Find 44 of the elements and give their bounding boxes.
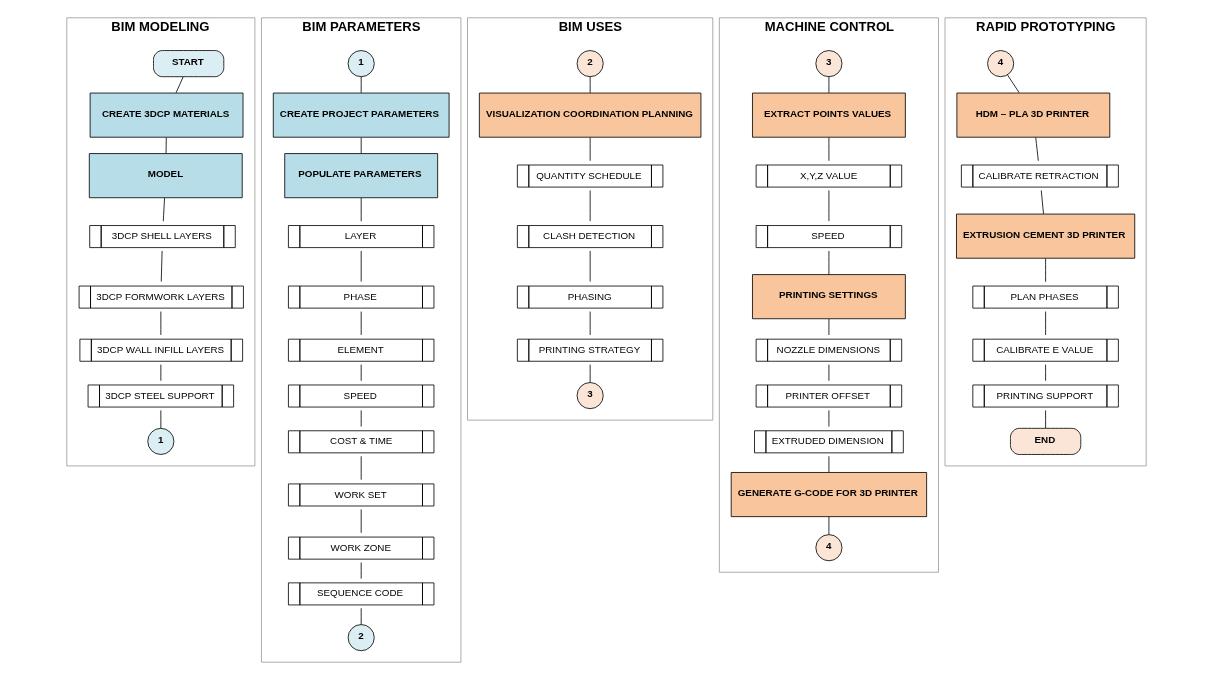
connector [1045, 311, 1046, 336]
connector [1045, 364, 1046, 382]
connector [828, 516, 830, 535]
node-circle: 2 [347, 624, 375, 652]
connector [162, 197, 165, 222]
connector [160, 250, 163, 282]
connector [589, 76, 591, 94]
connector [828, 250, 830, 275]
connector [589, 137, 591, 162]
connector [360, 137, 362, 154]
node-box: CREATE PROJECT PARAMETERS [272, 92, 450, 138]
connector [589, 364, 591, 383]
node-box: START [153, 50, 225, 78]
node-box: EXTRACT POINTS VALUES [752, 92, 906, 138]
connector [165, 137, 167, 154]
connector [828, 137, 830, 162]
node-circle: 1 [347, 50, 375, 78]
connector [360, 76, 362, 94]
node-box: VISUALIZATION COORDINATION PLANNING [478, 92, 702, 138]
connector [828, 455, 830, 473]
node-box: PRINTING SETTINGS [752, 274, 906, 320]
node-circle: 2 [576, 50, 604, 78]
node-box: CREATE 3DCP MATERIALS [89, 92, 244, 138]
connector [1045, 258, 1046, 283]
connector [1040, 190, 1044, 215]
connector [1035, 137, 1039, 162]
node-box: END [1010, 427, 1082, 455]
connector [1045, 410, 1046, 429]
node-circle: 1 [147, 427, 175, 455]
node-box: MODEL [88, 153, 243, 199]
node-box: HDM – PLA 3D PRINTER [956, 92, 1111, 138]
connector [828, 76, 830, 94]
node-box: POPULATE PARAMETERS [284, 153, 439, 199]
node-box: EXTRUSION CEMENT 3D PRINTER [956, 213, 1136, 259]
connector [1007, 74, 1020, 94]
connector [360, 197, 362, 222]
connector [360, 607, 362, 625]
node-circle: 4 [987, 50, 1015, 78]
connector [160, 410, 162, 429]
node-circle: 4 [815, 534, 843, 562]
connector [175, 76, 184, 94]
node-box: GENERATE G-CODE FOR 3D PRINTER [730, 472, 928, 518]
node-circle: 3 [576, 382, 604, 410]
node-circle: 3 [815, 50, 843, 78]
